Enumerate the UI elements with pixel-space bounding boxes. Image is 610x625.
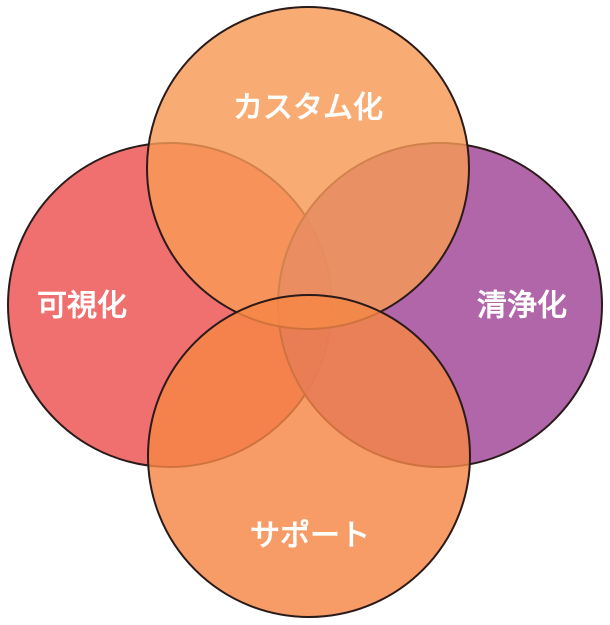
circle-customization	[146, 6, 470, 330]
circle-support	[147, 294, 471, 618]
circle-layer	[7, 6, 603, 618]
label-visualization: 可視化	[37, 289, 127, 324]
label-cleansing: 清浄化	[477, 289, 567, 324]
label-support: サポート	[250, 519, 370, 554]
label-layer: カスタム化 可視化 清浄化 サポート	[37, 91, 567, 554]
label-customization: カスタム化	[233, 91, 383, 126]
